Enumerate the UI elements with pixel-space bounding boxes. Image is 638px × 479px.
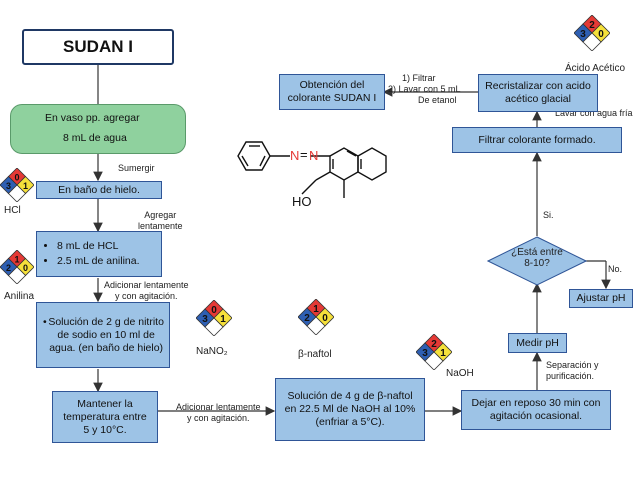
nfpa-top-value: 1: [14, 255, 19, 265]
nfpa-right-value: 0: [598, 29, 604, 40]
nfpa-top-value: 2: [431, 339, 437, 350]
nfpa-nano2-icon: 03 1: [196, 300, 232, 336]
ice-bath-box: En baño de hielo.: [36, 181, 162, 199]
nfpa-special: [582, 32, 602, 51]
add-slowly-line-1: Adicionar lentamente: [104, 280, 189, 290]
reagents-box: 8 mL de HCL 2.5 mL de anilina.: [36, 231, 162, 277]
wash-cold-text: Lavar con agua fría: [555, 108, 633, 118]
separation-line-2: purificación.: [546, 371, 595, 381]
bullet-icon: •: [43, 315, 47, 328]
nfpa-acetic-icon: 23 0: [574, 15, 610, 51]
oh-label: HO: [292, 194, 312, 209]
wash-item: 2) Lavar con 5 mL: [388, 84, 461, 94]
add-slowly-label-2: Adicionar lentamente y con agitación.: [176, 402, 261, 424]
decision-text: ¿Está entre 8-10?: [511, 247, 563, 269]
nfpa-top-value: 0: [14, 173, 19, 183]
add-slowly-line-2: y con agitación.: [115, 291, 178, 301]
nfpa-special: [306, 316, 326, 335]
azo-n1: N: [290, 148, 300, 163]
nitrite-text: Solución de 2 g de nitrito de sodio en 1…: [48, 315, 164, 354]
add-slowly-2-line-1: Adicionar lentamente: [176, 402, 261, 412]
nfpa-left-value: 3: [202, 314, 208, 325]
nfpa-left-value: 2: [6, 263, 11, 273]
start-step: En vaso pp. agregar 8 mL de agua: [10, 104, 186, 154]
page-title: SUDAN I: [22, 29, 174, 65]
sumergir-label: Sumergir: [118, 163, 155, 173]
nfpa-naoh-label: NaOH: [446, 368, 474, 379]
aniline-item: 2.5 mL de anilina.: [57, 255, 161, 268]
add-slowly-label: Adicionar lentamente y con agitación.: [104, 280, 189, 302]
naphthol-solution-box: Solución de 4 g de β-naftol en 22.5 Ml d…: [275, 378, 425, 441]
sudan-structure: [237, 141, 387, 198]
nfpa-right-value: 1: [220, 314, 226, 325]
recrystallize-box: Recristalizar con acido acético glacial: [478, 74, 598, 112]
nfpa-special: [424, 351, 444, 370]
start-line-2: 8 mL de agua: [63, 132, 127, 144]
nfpa-special: [204, 317, 224, 336]
nfpa-top-value: 0: [211, 305, 217, 316]
nfpa-right-value: 0: [23, 263, 28, 273]
nfpa-naphthol-icon: 12 0: [298, 299, 334, 335]
nfpa-acetic-label: Ácido Acético: [565, 63, 626, 74]
nfpa-naphthol-label: β-naftol: [298, 349, 332, 360]
nfpa-hcl-icon: 03 1: [0, 168, 34, 202]
nfpa-special: [7, 184, 27, 202]
nitrite-box: • Solución de 2 g de nitrito de sodio en…: [36, 302, 170, 368]
filter-wash-list: 1) Filtrar 2) Lavar con 5 mL De etanol: [388, 73, 461, 106]
add-slowly-2-line-2: y con agitación.: [187, 413, 250, 423]
nfpa-left-value: 3: [580, 29, 586, 40]
nfpa-top-value: 2: [589, 20, 595, 31]
yes-label: Si.: [543, 210, 554, 220]
obtain-box: Obtención del colorante SUDAN I: [279, 74, 385, 110]
decision-diamond: [487, 236, 587, 286]
wash-cold-label-visible: Lavar con agua fría: [555, 108, 633, 119]
nfpa-right-value: 1: [440, 348, 446, 359]
adjust-ph-box: Ajustar pH: [569, 289, 633, 308]
separation-label: Separación y purificación.: [546, 360, 599, 382]
nfpa-aniline-icon: 12 0: [0, 250, 34, 284]
filter-item: 1) Filtrar: [402, 73, 436, 83]
rest-box: Dejar en reposo 30 min con agitación oca…: [461, 390, 611, 430]
nfpa-naoh-icon: 23 1: [416, 334, 452, 370]
nfpa-right-value: 1: [23, 181, 28, 191]
measure-ph-box: Medir pH: [508, 333, 567, 353]
nfpa-hcl-label: HCl: [4, 205, 21, 216]
nfpa-left-value: 3: [422, 348, 428, 359]
keep-temp-box: Mantener la temperatura entre 5 y 10°C.: [52, 391, 158, 443]
agregar-text: Agregar: [144, 210, 177, 220]
wash-item-2: De etanol: [418, 95, 457, 105]
nfpa-nano2-label: NaNO₂: [196, 346, 228, 357]
separation-line-1: Separación y: [546, 360, 599, 370]
azo-double: =: [300, 147, 308, 162]
azo-n2: N: [309, 148, 319, 163]
no-label: No.: [608, 264, 623, 274]
agregar-label: Agregar lentamente: [138, 210, 183, 232]
nfpa-right-value: 0: [322, 313, 328, 324]
nfpa-left-value: 3: [6, 181, 11, 191]
start-line-1: En vaso pp. agregar: [45, 112, 140, 124]
nfpa-top-value: 1: [313, 304, 319, 315]
filter-box: Filtrar colorante formado.: [452, 127, 622, 153]
nfpa-aniline-label: Anilina: [4, 291, 35, 302]
nfpa-left-value: 2: [304, 313, 310, 324]
nfpa-special: [7, 266, 27, 284]
lentamente-text: lentamente: [138, 221, 183, 231]
hcl-item: 8 mL de HCL: [57, 240, 161, 253]
